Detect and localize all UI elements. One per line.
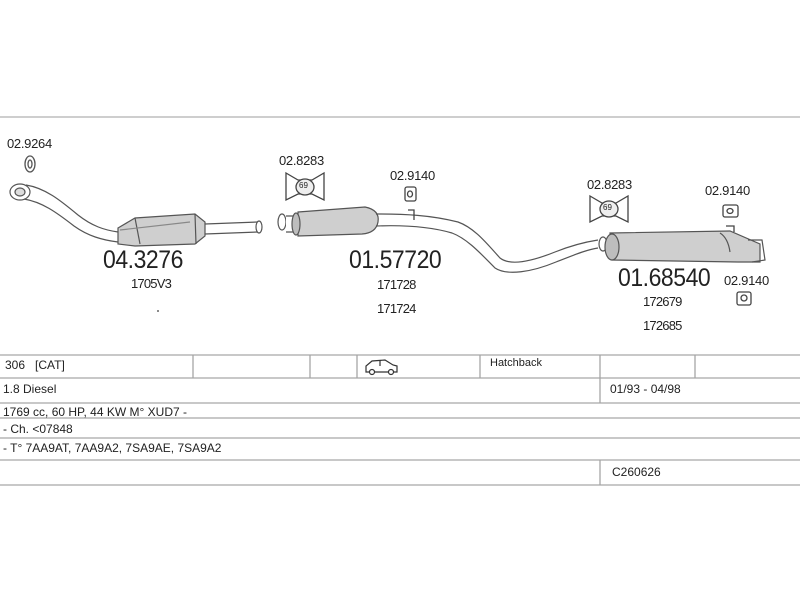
vehicle-cat-tag: [CAT] <box>35 358 65 372</box>
vehicle-spec: 1769 cc, 60 HP, 44 KW M° XUD7 - <box>3 405 187 419</box>
front-gasket-icon <box>24 155 36 173</box>
mount-3-label: 02.9140 <box>724 273 769 288</box>
clamp-2-label: 02.8283 <box>587 177 632 192</box>
mount-1-icon <box>404 186 417 220</box>
front-catalyst-ref-1: 1705V3 <box>131 276 172 291</box>
mount-3-icon <box>736 291 752 306</box>
vehicle-type-codes: - T° 7AA9AT, 7AA9A2, 7SA9AE, 7SA9A2 <box>3 441 222 455</box>
vehicle-date-range: 01/93 - 04/98 <box>610 382 681 396</box>
clamp-2-icon <box>589 194 629 224</box>
hatchback-car-icon <box>365 359 398 376</box>
rear-silencer-ref-1: 172679 <box>643 294 682 309</box>
front-catalyst-part[interactable] <box>9 183 263 247</box>
rear-silencer-part[interactable] <box>598 230 766 263</box>
mount-2-label: 02.9140 <box>705 183 750 198</box>
vehicle-code: C260626 <box>612 465 661 479</box>
rear-silencer-number[interactable]: 01.68540 <box>618 264 711 292</box>
clamp-1-label: 02.8283 <box>279 153 324 168</box>
rear-silencer-ref-2: 172685 <box>643 318 682 333</box>
middle-silencer-ref-1: 171728 <box>377 277 416 292</box>
middle-silencer-part[interactable] <box>277 206 599 273</box>
front-gasket-label: 02.9264 <box>7 136 52 151</box>
front-catalyst-number[interactable]: 04.3276 <box>103 246 183 274</box>
clamp-2-badge: 69 <box>603 203 612 212</box>
vehicle-chassis: - Ch. <07848 <box>3 422 73 436</box>
mount-2-icon <box>722 204 739 232</box>
clamp-1-icon <box>285 171 325 202</box>
vehicle-body-type: Hatchback <box>490 357 542 369</box>
vehicle-engine: 1.8 Diesel <box>3 382 57 396</box>
clamp-1-badge: 69 <box>299 181 308 190</box>
mount-1-label: 02.9140 <box>390 168 435 183</box>
stray-dot <box>157 310 159 312</box>
middle-silencer-ref-2: 171724 <box>377 301 416 316</box>
middle-silencer-number[interactable]: 01.57720 <box>349 246 442 274</box>
vehicle-model: 306 <box>5 358 26 372</box>
info-table-lines <box>0 354 800 486</box>
